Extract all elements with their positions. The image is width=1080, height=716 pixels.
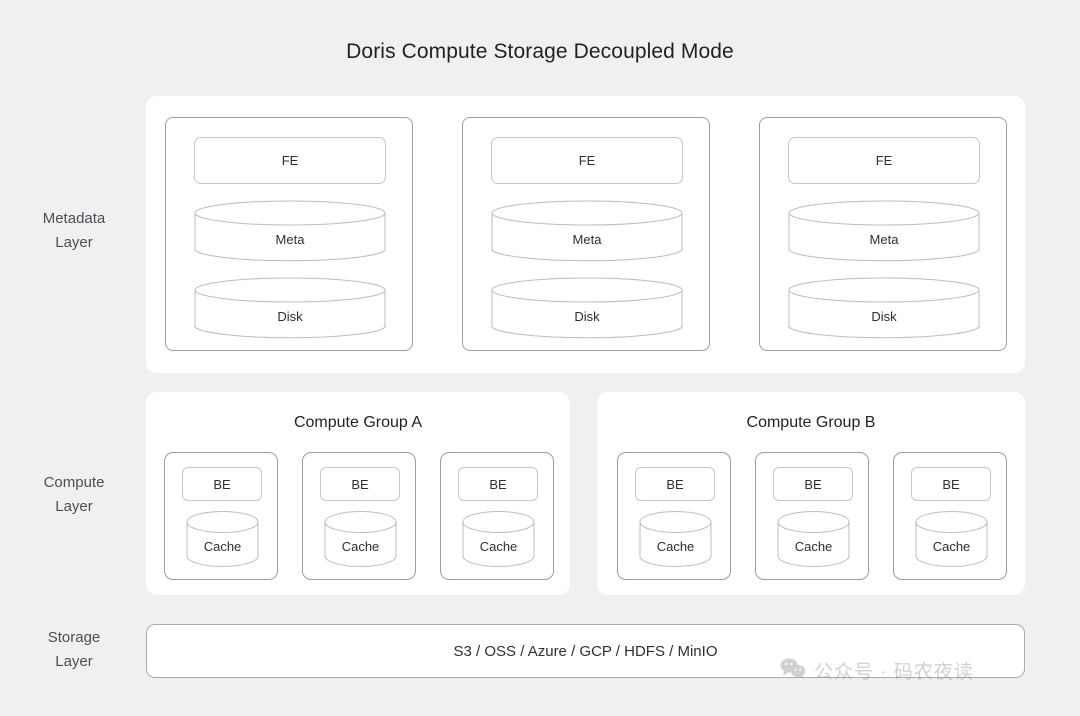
cache-cylinder: Cache	[777, 511, 850, 568]
cache-label: Cache	[656, 539, 695, 554]
meta-label: Meta	[869, 232, 899, 247]
cache-cylinder: Cache	[639, 511, 712, 568]
compute-group-b-title: Compute Group B	[746, 414, 876, 431]
fe-node-box: FE	[788, 137, 980, 184]
layer-label-storage: Storage Layer	[10, 626, 138, 675]
cache-label: Cache	[203, 539, 242, 554]
cylinder-shape-icon	[639, 511, 712, 567]
cylinder-shape-icon	[491, 200, 683, 262]
cylinder-shape-icon	[186, 511, 259, 567]
be-node-card: BE Cache	[755, 452, 869, 580]
cache-cylinder: Cache	[462, 511, 535, 568]
layer-label-compute-line2: Layer	[55, 498, 93, 516]
layer-label-compute: Compute Layer	[10, 471, 138, 520]
be-label: BE	[942, 476, 960, 492]
layer-label-metadata: Metadata Layer	[10, 207, 138, 256]
cylinder-shape-icon	[324, 511, 397, 567]
be-node-box: BE	[635, 467, 715, 501]
cylinder-shape-icon	[462, 511, 535, 567]
layer-label-compute-line1: Compute	[43, 474, 105, 491]
fe-node-box: FE	[194, 137, 386, 184]
layer-label-storage-line2: Layer	[55, 653, 93, 671]
metadata-group: FE Meta Disk	[462, 117, 710, 351]
be-label: BE	[666, 476, 684, 492]
page-title: Doris Compute Storage Decoupled Mode	[346, 40, 734, 63]
disk-label: Disk	[871, 309, 897, 324]
be-node-card: BE Cache	[617, 452, 731, 580]
be-label: BE	[804, 476, 822, 492]
cache-cylinder: Cache	[915, 511, 988, 568]
disk-cylinder: Disk	[788, 277, 980, 340]
be-node-card: BE Cache	[164, 452, 278, 580]
cylinder-shape-icon	[194, 277, 386, 339]
fe-node-box: FE	[491, 137, 683, 184]
be-node-card: BE Cache	[302, 452, 416, 580]
compute-group-a-title: Compute Group A	[293, 414, 423, 431]
be-label: BE	[213, 476, 231, 492]
storage-backends-label: S3 / OSS / Azure / GCP / HDFS / MinIO	[453, 642, 718, 660]
meta-label: Meta	[572, 232, 602, 247]
meta-cylinder: Meta	[788, 200, 980, 263]
be-label: BE	[489, 476, 507, 492]
be-node-card: BE Cache	[440, 452, 554, 580]
cache-cylinder: Cache	[186, 511, 259, 568]
storage-layer-box: S3 / OSS / Azure / GCP / HDFS / MinIO	[146, 624, 1025, 678]
compute-group-a-panel: Compute Group A BE Cache BE Cache BE	[146, 392, 570, 595]
disk-label: Disk	[574, 309, 600, 324]
metadata-layer-panel: FE Meta Disk FE Meta	[146, 96, 1025, 373]
be-node-box: BE	[911, 467, 991, 501]
fe-label: FE	[281, 153, 299, 168]
be-node-box: BE	[182, 467, 262, 501]
cylinder-shape-icon	[194, 200, 386, 262]
disk-cylinder: Disk	[194, 277, 386, 340]
be-node-card: BE Cache	[893, 452, 1007, 580]
cache-label: Cache	[341, 539, 380, 554]
meta-label: Meta	[275, 232, 305, 247]
metadata-group: FE Meta Disk	[165, 117, 413, 351]
disk-cylinder: Disk	[491, 277, 683, 340]
be-node-box: BE	[773, 467, 853, 501]
fe-label: FE	[875, 153, 893, 168]
be-node-box: BE	[458, 467, 538, 501]
cylinder-shape-icon	[788, 200, 980, 262]
cache-label: Cache	[932, 539, 971, 554]
meta-cylinder: Meta	[194, 200, 386, 263]
be-label: BE	[351, 476, 369, 492]
compute-group-b-panel: Compute Group B BE Cache BE Cache BE	[597, 392, 1025, 595]
cylinder-shape-icon	[491, 277, 683, 339]
be-node-box: BE	[320, 467, 400, 501]
disk-label: Disk	[277, 309, 303, 324]
meta-cylinder: Meta	[491, 200, 683, 263]
layer-label-metadata-line1: Metadata	[42, 210, 106, 227]
layer-label-storage-line1: Storage	[47, 629, 101, 646]
metadata-group: FE Meta Disk	[759, 117, 1007, 351]
cache-label: Cache	[794, 539, 833, 554]
cylinder-shape-icon	[788, 277, 980, 339]
cache-label: Cache	[479, 539, 518, 554]
layer-label-metadata-line2: Layer	[55, 234, 93, 252]
cylinder-shape-icon	[777, 511, 850, 567]
cache-cylinder: Cache	[324, 511, 397, 568]
cylinder-shape-icon	[915, 511, 988, 567]
fe-label: FE	[578, 153, 596, 168]
